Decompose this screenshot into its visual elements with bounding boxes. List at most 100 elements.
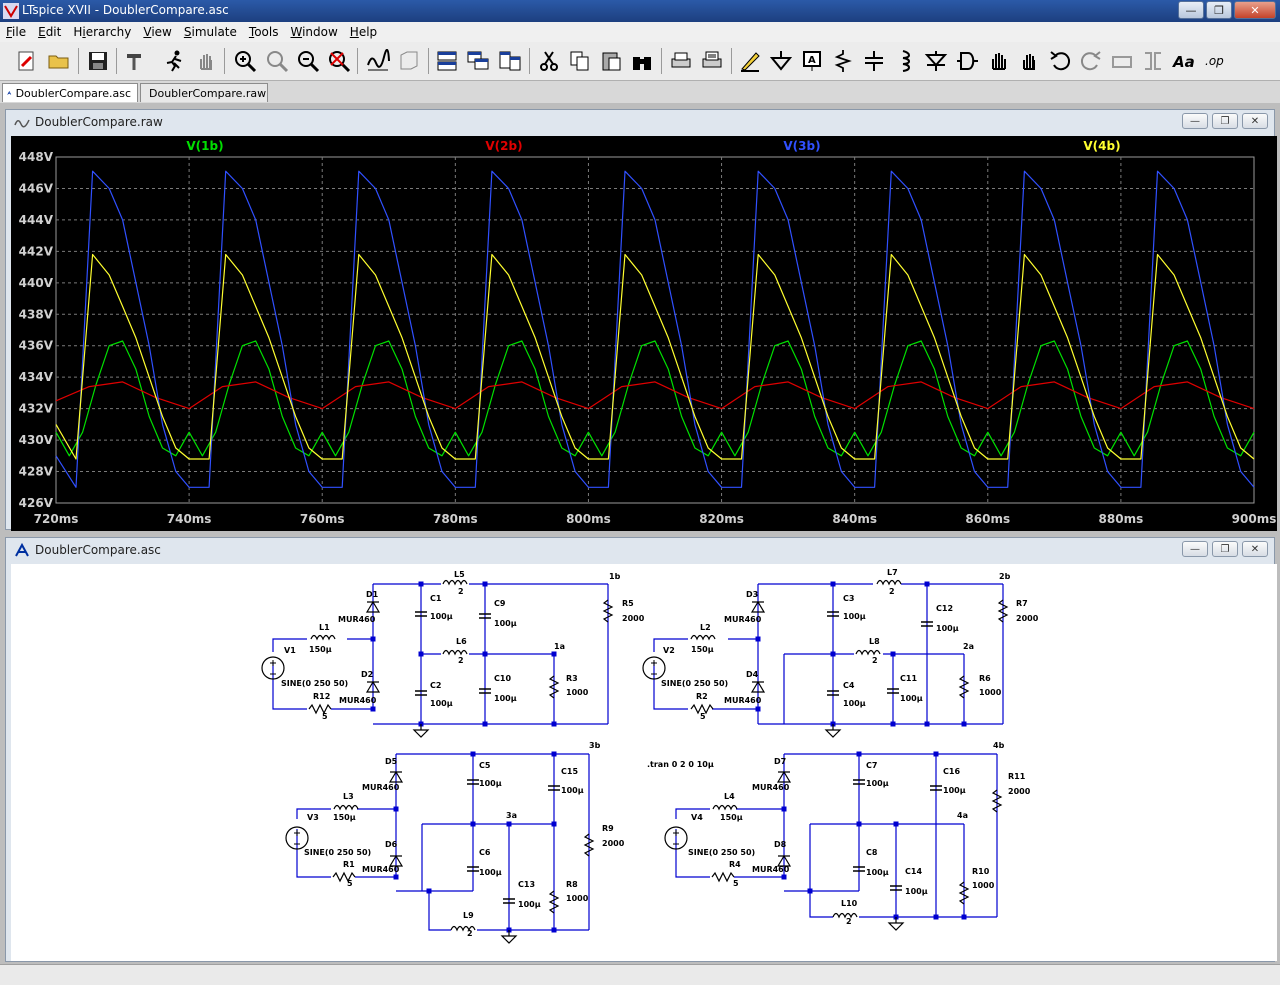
print-setup-icon[interactable] xyxy=(668,48,694,74)
component-label: C2 xyxy=(430,681,441,690)
component-label: 100µ xyxy=(900,694,923,703)
schematic-restore-button[interactable]: ❐ xyxy=(1212,541,1238,557)
draw-wire-pencil-icon[interactable] xyxy=(737,48,763,74)
open-folder-icon[interactable] xyxy=(46,48,72,74)
menu-file[interactable]: File xyxy=(6,25,27,39)
run-simulation-icon[interactable] xyxy=(162,48,188,74)
grid-3d-icon[interactable] xyxy=(396,48,422,74)
menu-window[interactable]: Window xyxy=(290,25,338,39)
undo-icon[interactable] xyxy=(1047,48,1073,74)
component-label: 2 xyxy=(872,656,878,665)
copy-icon[interactable] xyxy=(567,48,593,74)
component-label: C16 xyxy=(943,767,960,776)
junction-dot xyxy=(470,751,476,757)
ground-symbol-icon[interactable] xyxy=(768,48,794,74)
component-label: MUR460 xyxy=(752,865,790,874)
component-label: 100µ xyxy=(479,868,502,877)
tile-horizontal-icon[interactable] xyxy=(434,48,460,74)
cascade-windows-icon[interactable] xyxy=(465,48,491,74)
pan-icon[interactable] xyxy=(264,48,290,74)
schematic-drawing[interactable]: D1MUR460D2MUR460L52C1100µC9100µL62C2100µ… xyxy=(11,564,1277,961)
menu-hierarchy[interactable]: Hierarchy xyxy=(73,25,132,39)
inductor-symbol xyxy=(832,912,858,919)
resistor-symbol xyxy=(997,599,1009,623)
component-label: 100µ xyxy=(561,786,584,795)
move-hand-icon[interactable] xyxy=(985,48,1011,74)
menu-edit[interactable]: Edit xyxy=(38,25,62,39)
resistor-icon[interactable] xyxy=(830,48,856,74)
x-tick-label: 840ms xyxy=(832,512,877,526)
tab-waveform[interactable]: DoublerCompare.raw xyxy=(140,83,268,102)
diode-symbol xyxy=(365,680,381,693)
find-binoculars-icon[interactable] xyxy=(629,48,655,74)
menu-simulate[interactable]: Simulate xyxy=(183,25,237,39)
inductor-icon[interactable] xyxy=(892,48,918,74)
schematic-minimize-button[interactable]: — xyxy=(1182,541,1208,557)
component-label: D1 xyxy=(366,590,379,599)
inductor-symbol xyxy=(450,925,476,932)
junction-dot xyxy=(393,806,399,812)
component-label: C10 xyxy=(494,674,511,683)
autorange-icon[interactable] xyxy=(365,48,391,74)
print-icon[interactable] xyxy=(699,48,725,74)
component-label: 100µ xyxy=(843,699,866,708)
text-font-icon[interactable]: Aa xyxy=(1171,48,1197,74)
component-icon[interactable] xyxy=(954,48,980,74)
zoom-in-icon[interactable] xyxy=(232,48,258,74)
mirror-icon[interactable] xyxy=(1140,48,1166,74)
waveform-minimize-button[interactable]: — xyxy=(1182,113,1208,129)
menu-view[interactable]: View xyxy=(143,25,172,39)
junction-dot xyxy=(506,821,512,827)
resistor-symbol xyxy=(690,703,714,715)
drag-hand-icon[interactable] xyxy=(1016,48,1042,74)
resistor-symbol xyxy=(548,675,560,699)
spice-directive-icon[interactable]: .op xyxy=(1203,48,1229,74)
component-label: C3 xyxy=(843,594,854,603)
waveform-restore-button[interactable]: ❐ xyxy=(1212,113,1238,129)
halt-hand-icon[interactable] xyxy=(193,48,219,74)
diode-symbol xyxy=(750,600,766,613)
junction-dot xyxy=(370,706,376,712)
restore-button[interactable]: ❐ xyxy=(1206,1,1232,19)
diode-icon[interactable] xyxy=(923,48,949,74)
capacitor-symbol xyxy=(415,611,427,617)
control-panel-hammer-icon[interactable] xyxy=(122,48,148,74)
y-tick-label: 430V xyxy=(19,433,54,447)
zoom-fit-icon[interactable] xyxy=(326,48,352,74)
rotate-icon[interactable] xyxy=(1109,48,1135,74)
paste-icon[interactable] xyxy=(598,48,624,74)
component-label: MUR460 xyxy=(724,696,762,705)
junction-dot xyxy=(830,651,836,657)
tab-schematic[interactable]: DoublerCompare.asc xyxy=(2,83,138,102)
menu-tools[interactable]: Tools xyxy=(248,25,279,39)
waveform-close-button[interactable]: ✕ xyxy=(1242,113,1268,129)
ground-symbol xyxy=(824,724,842,738)
redo-icon[interactable] xyxy=(1078,48,1104,74)
zoom-out-icon[interactable] xyxy=(295,48,321,74)
source-spec-v3: SINE(0 250 50) xyxy=(304,848,371,857)
tile-vertical-icon[interactable] xyxy=(497,48,523,74)
component-label: 100µ xyxy=(866,779,889,788)
cut-scissors-icon[interactable] xyxy=(536,48,562,74)
junction-dot xyxy=(393,874,399,880)
wire xyxy=(428,891,451,931)
schematic-close-button[interactable]: ✕ xyxy=(1242,541,1268,557)
junction-dot xyxy=(418,651,424,657)
component-label: 1000 xyxy=(979,688,1002,697)
menu-help[interactable]: Help xyxy=(349,25,378,39)
minimize-button[interactable]: — xyxy=(1178,1,1204,19)
new-schematic-icon[interactable] xyxy=(14,48,40,74)
close-button[interactable]: ✕ xyxy=(1234,1,1276,19)
label-net-icon[interactable]: A xyxy=(799,48,825,74)
save-icon[interactable] xyxy=(85,48,111,74)
capacitor-icon[interactable] xyxy=(861,48,887,74)
x-tick-label: 760ms xyxy=(300,512,345,526)
junction-dot xyxy=(807,888,813,894)
component-label: C15 xyxy=(561,767,578,776)
ltspice-app-icon[interactable] xyxy=(3,3,19,19)
